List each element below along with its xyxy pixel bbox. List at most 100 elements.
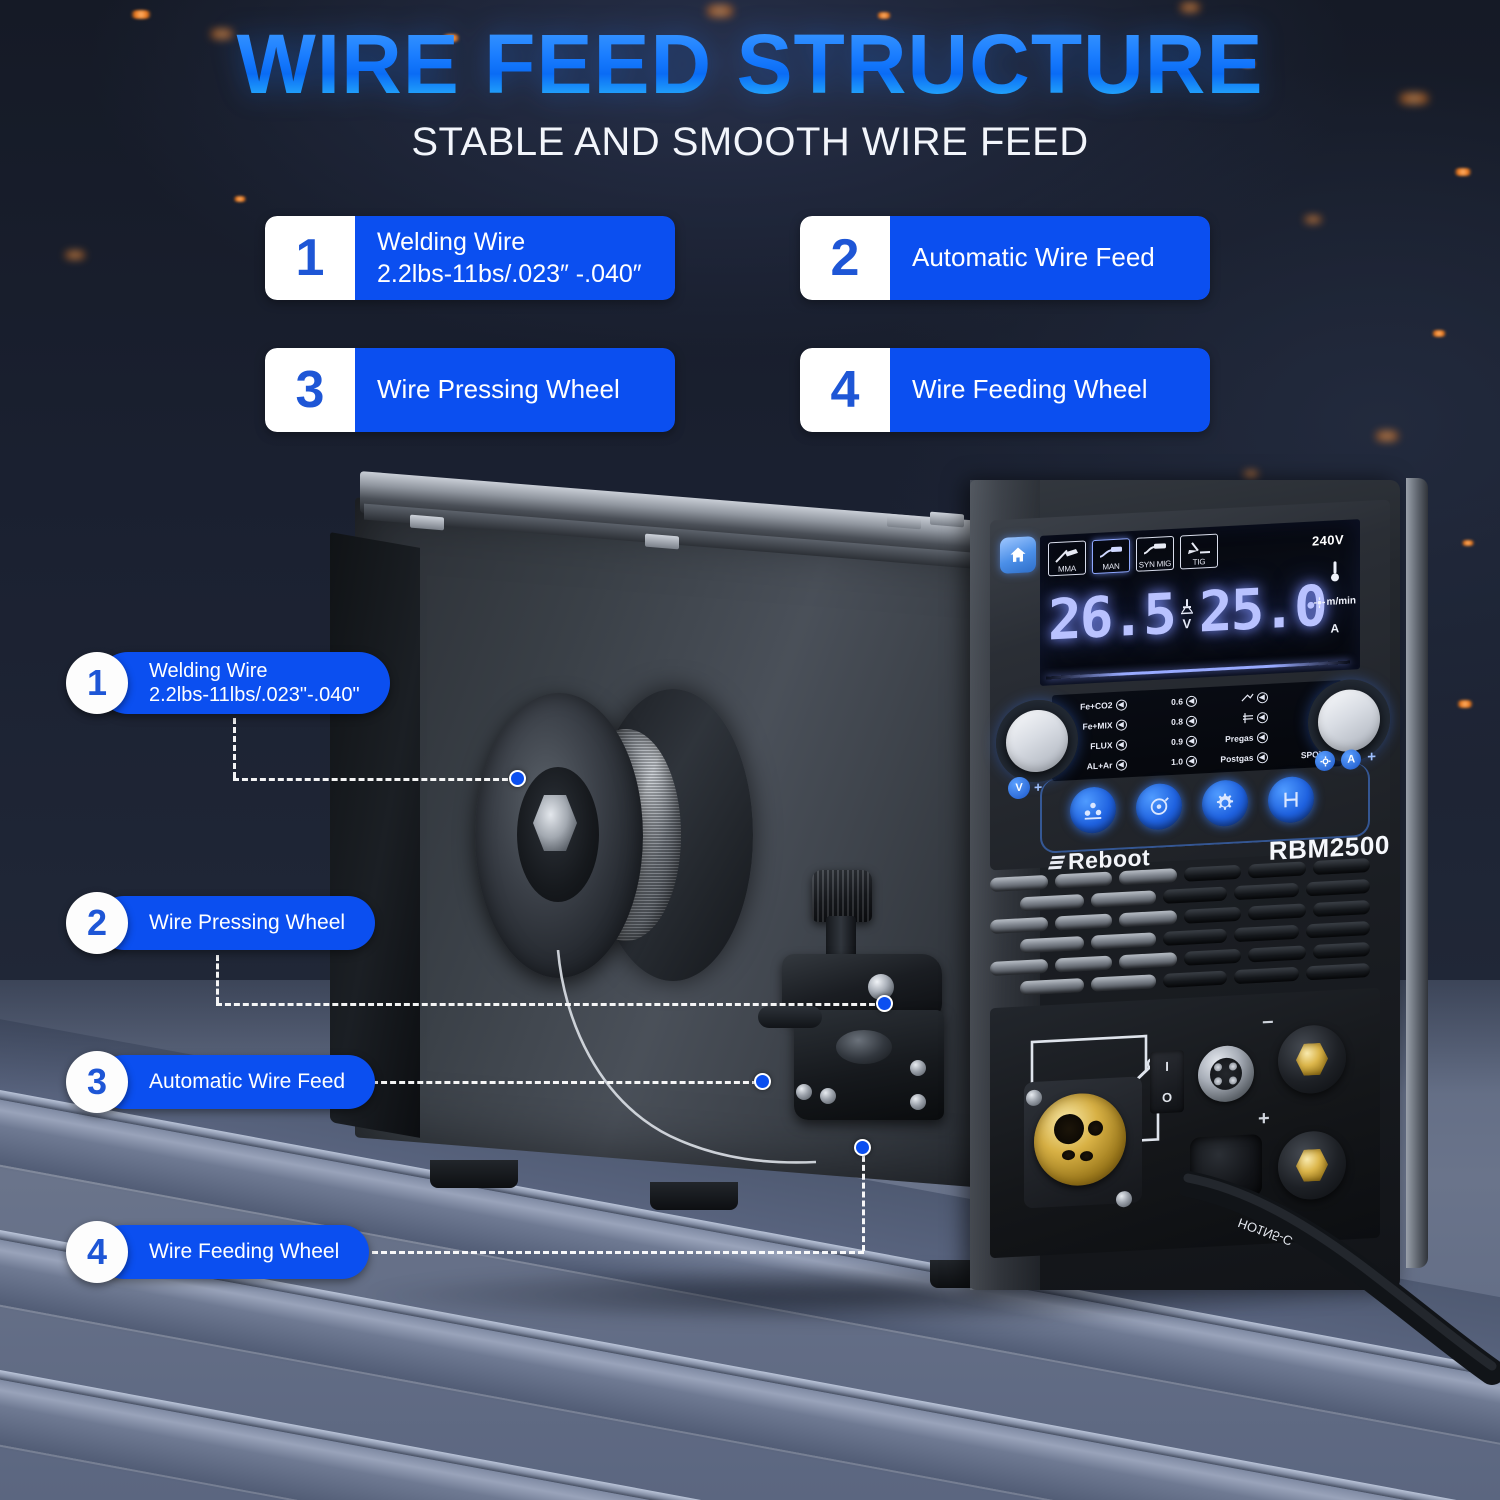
anchor-dot-3	[754, 1073, 771, 1090]
power-switch-off-label: O	[1161, 1089, 1173, 1106]
callout-pill: Wire Feeding Wheel	[97, 1225, 370, 1279]
param-function-inductance[interactable]: ◀	[1197, 708, 1268, 730]
lid-hinge	[930, 511, 964, 528]
param-function-postgas[interactable]: Postgas◀	[1197, 748, 1268, 770]
param-function-arc[interactable]: ◀	[1197, 688, 1268, 710]
param-function-pregas[interactable]: Pregas◀	[1197, 728, 1268, 750]
legend-line-1: Welding Wire	[377, 228, 526, 256]
mode-icon-syn-mig[interactable]: SYN MIG	[1136, 535, 1174, 572]
feeder-screw	[820, 1088, 836, 1104]
param-label: Postgas	[1220, 752, 1254, 765]
anchor-dot-2	[876, 995, 893, 1012]
callout-4: 4 Wire Feeding Wheel	[66, 1221, 370, 1283]
legend-number: 2	[800, 216, 890, 300]
chevron-left-icon: ◀	[1115, 758, 1127, 771]
tension-adjustment-knob[interactable]	[812, 870, 872, 922]
chevron-left-icon: ◀	[1256, 711, 1268, 724]
euro-plate-screw	[1116, 1190, 1132, 1208]
front-face-right-edge	[1406, 478, 1428, 1268]
wire-spool	[475, 685, 775, 985]
param-label: AL+Ar	[1086, 759, 1113, 772]
param-wire-option[interactable]: 0.9◀	[1127, 732, 1197, 754]
callout-badge: 3	[66, 1051, 128, 1113]
chevron-left-icon: ◀	[1115, 718, 1127, 731]
callout-line-1: Wire Feeding Wheel	[149, 1240, 340, 1264]
param-label: 0.6	[1171, 696, 1183, 707]
chevron-left-icon: ◀	[1186, 755, 1197, 767]
current-unit: A	[1330, 621, 1340, 636]
legend-line-1: Automatic Wire Feed	[912, 242, 1155, 273]
legend-text: Wire Pressing Wheel	[355, 348, 675, 432]
legend-text: Welding Wire 2.2lbs-11bs/.023″ -.040″	[355, 216, 675, 300]
arc-voltage-icon	[1180, 598, 1193, 614]
gas-select-button[interactable]	[1070, 785, 1116, 835]
feeder-screw	[910, 1060, 926, 1076]
callout-pill: Automatic Wire Feed	[97, 1055, 376, 1109]
machine-foot	[650, 1182, 738, 1210]
param-label: FLUX	[1090, 739, 1113, 751]
mode-icon-mma[interactable]: MMA	[1048, 540, 1086, 577]
right-indicator-group: A +	[1315, 748, 1376, 772]
positive-polarity-label: +	[1258, 1107, 1270, 1131]
amperage-indicator-icon: A	[1341, 749, 1362, 771]
param-wire-option[interactable]: 1.0◀	[1127, 752, 1197, 774]
voltage-indicator-group: V +	[1008, 776, 1042, 800]
home-button[interactable]	[1000, 536, 1036, 574]
power-switch-on-label: I	[1165, 1058, 1169, 1075]
mode-label: SYN MIG	[1138, 558, 1172, 570]
lcd-side-indicators: m/min A	[1313, 559, 1356, 636]
thermometer-icon	[1330, 561, 1339, 582]
mode-label: MAN	[1102, 561, 1120, 572]
settings-button[interactable]	[1202, 778, 1248, 828]
electrode-holder-icon	[1055, 548, 1078, 563]
wire-size-button[interactable]	[1136, 782, 1182, 831]
legend-line-2: 2.2lbs-11bs/.023″ -.040″	[377, 260, 642, 288]
connector-pin	[1229, 1076, 1237, 1085]
legend-text: Wire Feeding Wheel	[890, 348, 1210, 432]
tension-knob-stem	[826, 916, 856, 958]
callout-line-2: 2.2lbs-11lbs/.023"-.040"	[149, 684, 360, 706]
gear-icon	[1216, 793, 1234, 810]
welding-machine: MMA MAN SYN MIG	[330, 470, 1428, 1325]
parameter-matrix: Fe+CO2◀ Fe+MIX◀ FLUX◀ AL+Ar◀ 0.6◀ 0.8◀ 0…	[1052, 680, 1342, 782]
inductance-icon	[1242, 713, 1253, 724]
voltage-unit: V	[1182, 615, 1192, 631]
dinse-terminal-negative[interactable]	[1278, 1023, 1346, 1096]
callout-badge: 4	[66, 1221, 128, 1283]
callout-pill: Wire Pressing Wheel	[97, 896, 376, 950]
mig-torch-icon	[1099, 546, 1122, 558]
wire-speed-indicator: m/min	[1313, 595, 1356, 609]
power-switch[interactable]: I O	[1150, 1050, 1184, 1114]
chevron-left-icon: ◀	[1115, 698, 1127, 711]
param-wire-option[interactable]: 0.8◀	[1127, 712, 1197, 734]
chevron-left-icon: ◀	[1186, 715, 1197, 727]
voltage-reading: 26.5	[1048, 581, 1175, 654]
connector-pin	[1214, 1077, 1222, 1086]
connector-pin	[1229, 1062, 1237, 1071]
param-wire-option[interactable]: 0.6◀	[1127, 692, 1197, 714]
euro-torch-connector[interactable]	[1016, 1073, 1142, 1209]
power-cable: HO1N5-C	[1180, 1171, 1500, 1385]
tig-torch-icon	[1188, 542, 1210, 555]
page-title: WIRE FEED STRUCTURE	[0, 22, 1500, 106]
wire-speed-unit: m/min	[1326, 595, 1356, 608]
param-label: Fe+MIX	[1082, 719, 1113, 732]
anchor-dot-4	[854, 1139, 871, 1156]
legend-number: 3	[265, 348, 355, 432]
callout-line-1: Wire Pressing Wheel	[149, 911, 346, 935]
mode-label: TIG	[1192, 557, 1206, 567]
ventilation-grille	[990, 858, 1371, 1006]
negative-polarity-label: −	[1262, 1011, 1274, 1034]
param-label: Pregas	[1225, 732, 1254, 744]
aviation-connector[interactable]	[1198, 1044, 1254, 1104]
home-icon	[1010, 547, 1026, 562]
callout-badge: 1	[66, 652, 128, 714]
callout-badge: 2	[66, 892, 128, 954]
anchor-dot-1	[509, 770, 526, 787]
mode-icon-man[interactable]: MAN	[1092, 538, 1130, 575]
connector-pin	[1214, 1063, 1222, 1072]
mode-icon-tig[interactable]: TIG	[1180, 533, 1218, 570]
callout-line-1: Automatic Wire Feed	[149, 1070, 346, 1094]
spot-weld-button[interactable]	[1268, 775, 1314, 824]
